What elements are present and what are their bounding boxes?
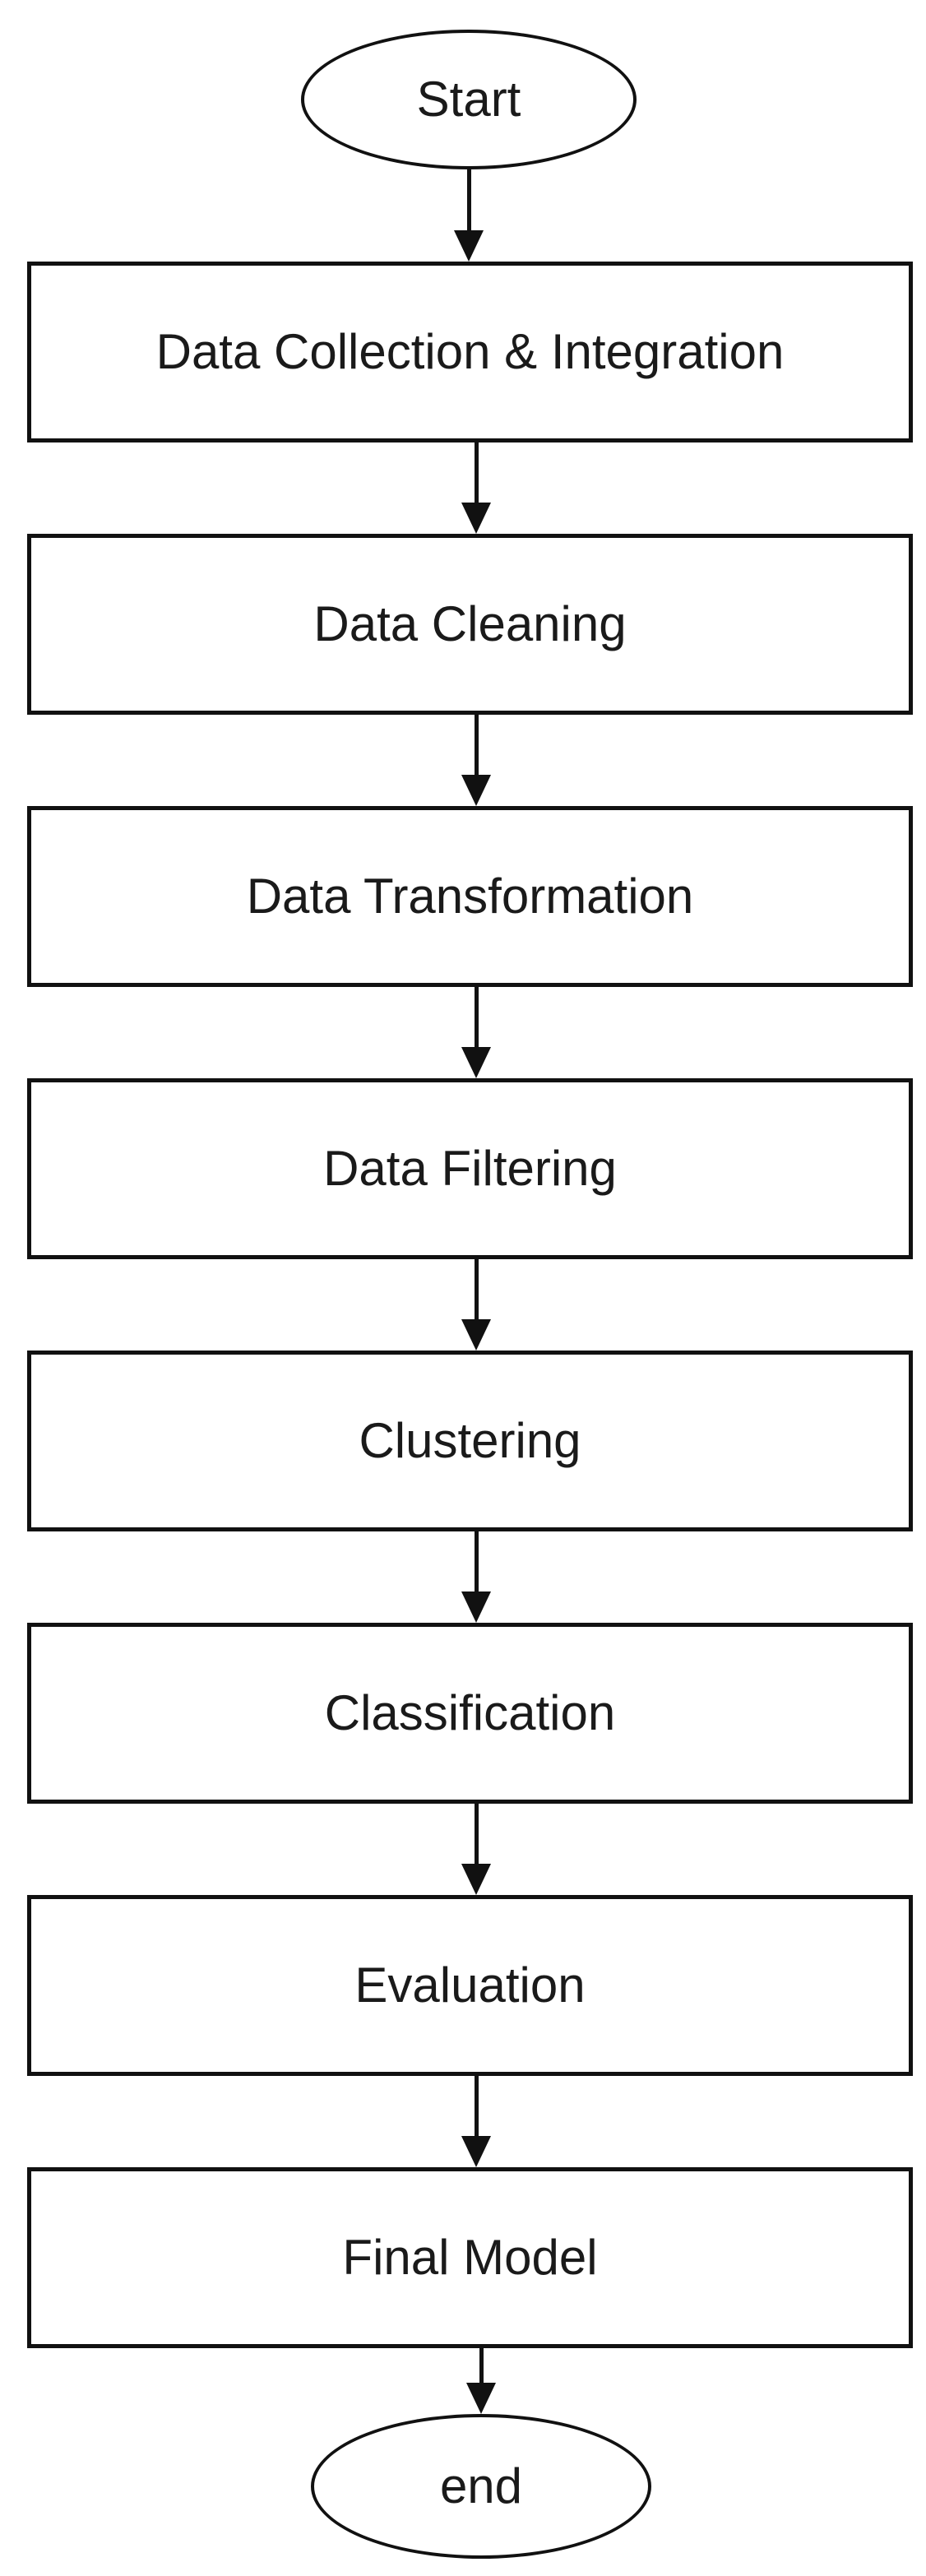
arrow-stem bbox=[474, 1259, 479, 1321]
node-classification-label: Classification bbox=[324, 1685, 616, 1740]
node-data-collection-integration: Data Collection & Integration bbox=[27, 262, 913, 442]
arrow-stem bbox=[474, 1531, 479, 1593]
arrow-final-model-to-end-icon bbox=[466, 2348, 496, 2414]
arrow-data-collection-to-data-cleaning-icon bbox=[461, 442, 491, 534]
node-data-cleaning: Data Cleaning bbox=[27, 534, 913, 715]
arrow-head bbox=[461, 1591, 491, 1623]
node-final-model: Final Model bbox=[27, 2167, 913, 2348]
arrow-clustering-to-classification-icon bbox=[461, 1531, 491, 1623]
node-data-transformation: Data Transformation bbox=[27, 806, 913, 987]
arrow-start-to-data-collection-icon bbox=[454, 169, 484, 262]
node-start-label: Start bbox=[416, 72, 521, 127]
arrow-stem bbox=[479, 2348, 484, 2384]
node-classification: Classification bbox=[27, 1623, 913, 1804]
arrow-head bbox=[466, 2383, 496, 2414]
arrow-stem bbox=[474, 715, 479, 776]
arrow-head bbox=[461, 775, 491, 806]
arrow-data-filtering-to-clustering-icon bbox=[461, 1259, 491, 1351]
arrow-stem bbox=[474, 2076, 479, 2138]
node-data-filtering-label: Data Filtering bbox=[323, 1141, 617, 1196]
arrow-head bbox=[461, 1319, 491, 1351]
arrow-data-transformation-to-data-filtering-icon bbox=[461, 987, 491, 1078]
node-evaluation-label: Evaluation bbox=[354, 1957, 586, 2013]
arrow-data-cleaning-to-data-transformation-icon bbox=[461, 715, 491, 806]
node-end: end bbox=[311, 2414, 651, 2559]
arrow-head bbox=[461, 2136, 491, 2167]
node-data-cleaning-label: Data Cleaning bbox=[313, 596, 627, 651]
node-data-filtering: Data Filtering bbox=[27, 1078, 913, 1259]
arrow-head bbox=[461, 1864, 491, 1895]
arrow-evaluation-to-final-model-icon bbox=[461, 2076, 491, 2167]
node-evaluation: Evaluation bbox=[27, 1895, 913, 2076]
arrow-head bbox=[454, 230, 484, 262]
node-clustering: Clustering bbox=[27, 1351, 913, 1531]
arrow-classification-to-evaluation-icon bbox=[461, 1804, 491, 1895]
node-final-model-label: Final Model bbox=[342, 2230, 598, 2285]
arrow-stem bbox=[474, 1804, 479, 1865]
arrow-stem bbox=[466, 169, 471, 232]
arrow-stem bbox=[474, 442, 479, 504]
node-end-label: end bbox=[439, 2458, 523, 2513]
arrow-head bbox=[461, 503, 491, 534]
node-start: Start bbox=[301, 30, 637, 169]
arrow-head bbox=[461, 1047, 491, 1078]
node-clustering-label: Clustering bbox=[359, 1413, 581, 1468]
node-data-collection-integration-label: Data Collection & Integration bbox=[155, 324, 785, 379]
arrow-stem bbox=[474, 987, 479, 1049]
node-data-transformation-label: Data Transformation bbox=[246, 869, 694, 924]
